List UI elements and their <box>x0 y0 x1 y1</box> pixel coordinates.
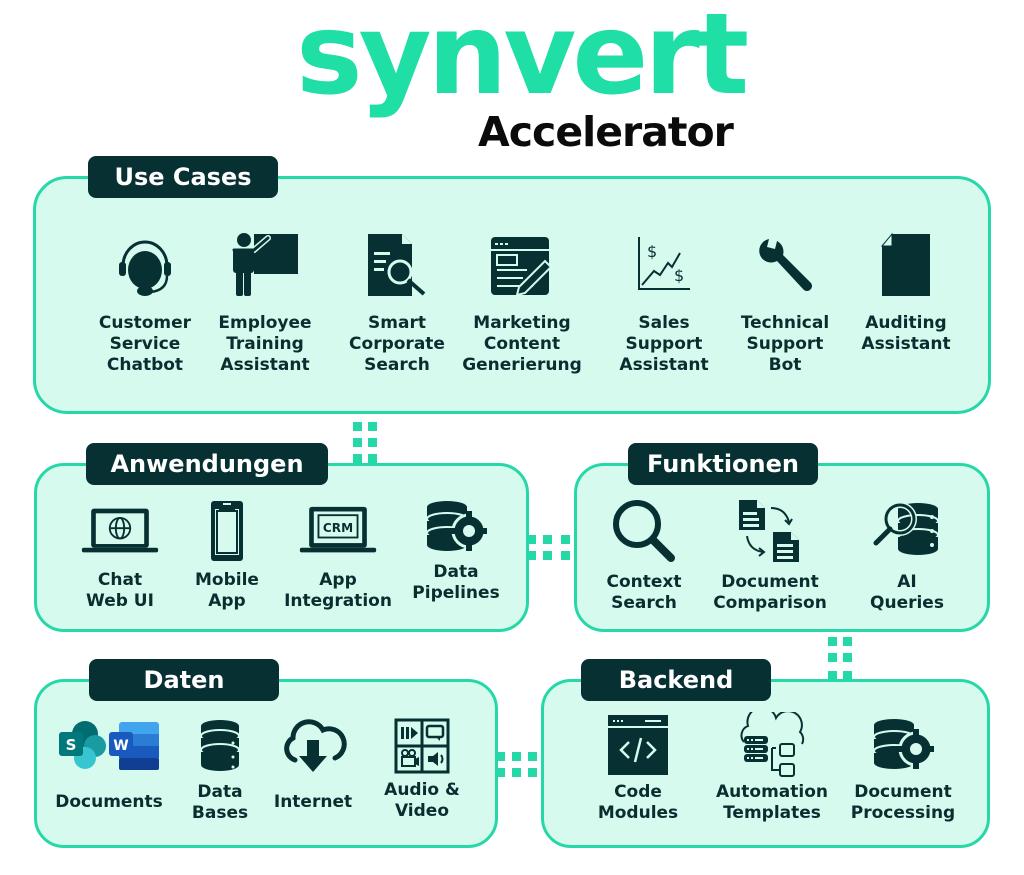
svg-text:CRM: CRM <box>323 521 353 535</box>
use-case-label: Employee Training Assistant <box>218 313 312 375</box>
daten-label: Documents <box>55 792 163 812</box>
content-edit-icon <box>482 225 562 305</box>
funktion-label: Document Comparison <box>713 572 827 613</box>
funktionen-title: Funktionen <box>628 443 818 485</box>
laptop-globe-icon <box>80 500 160 562</box>
database-icon <box>180 718 260 774</box>
database-gear-icon <box>416 496 496 558</box>
headset-icon <box>105 225 185 305</box>
connector-anwendungen-funktionen <box>527 533 577 563</box>
anwendung-data-pipelines: Data Pipelines <box>406 496 506 604</box>
use-case-label: Sales Support Assistant <box>619 313 709 375</box>
daten-data-bases: Data Bases <box>170 718 270 824</box>
svg-text:$: $ <box>647 242 657 261</box>
use-case-customer-service-chatbot: Customer Service Chatbot <box>95 225 195 376</box>
anwendung-label: Chat Web UI <box>86 570 154 611</box>
use-case-label: Marketing Content Generierung <box>462 313 582 375</box>
backend-label: Document Processing <box>850 782 956 823</box>
use-case-label: Customer Service Chatbot <box>98 313 192 375</box>
anwendung-mobile-app: Mobile App <box>177 500 277 612</box>
use-case-technical-support-bot: Technical Support Bot <box>735 225 835 376</box>
accelerator-subtitle: Accelerator <box>478 108 734 156</box>
document-icon <box>866 225 946 305</box>
synvert-logo: synvert <box>296 0 749 120</box>
use-case-label: Technical Support Bot <box>740 313 830 375</box>
laptop-crm-icon: CRM <box>298 500 378 562</box>
use-case-smart-corporate-search: Smart Corporate Search <box>347 225 447 376</box>
document-compare-icon <box>730 498 810 564</box>
daten-label: Data Bases <box>191 782 249 823</box>
daten-audio-video: Audio & Video <box>372 718 472 822</box>
backend-title: Backend <box>581 659 771 701</box>
use-case-auditing-assistant: Auditing Assistant <box>856 225 956 355</box>
backend-label: Code Modules <box>597 782 679 823</box>
anwendung-label: Data Pipelines <box>412 562 500 603</box>
daten-title: Daten <box>89 659 279 701</box>
use-case-sales-support-assistant: $$ Sales Support Assistant <box>614 225 714 376</box>
backend-document-processing: Document Processing <box>850 712 956 824</box>
daten-label: Internet <box>273 792 353 812</box>
funktion-label: Context Search <box>606 572 682 613</box>
connector-usecases-anwendungen <box>351 420 381 466</box>
cloud-server-icon <box>732 712 812 778</box>
use-cases-title: Use Cases <box>88 156 278 198</box>
use-case-label: Smart Corporate Search <box>349 313 445 375</box>
magnifier-icon <box>604 498 684 564</box>
document-search-icon <box>357 225 437 305</box>
anwendung-app-integration: CRM App Integration <box>284 500 392 612</box>
daten-label: Audio & Video <box>384 780 460 821</box>
connector-funktionen-backend <box>826 635 856 683</box>
database-search-icon <box>867 498 947 564</box>
svg-text:S: S <box>66 736 77 754</box>
anwendungen-title: Anwendungen <box>86 443 328 485</box>
backend-label: Automation Templates <box>716 782 828 823</box>
media-grid-icon <box>382 718 462 774</box>
funktion-document-comparison: Document Comparison <box>713 498 827 614</box>
anwendung-label: App Integration <box>284 570 392 611</box>
svg-text:W: W <box>113 738 128 754</box>
use-case-label: Auditing Assistant <box>861 313 951 354</box>
cloud-download-icon <box>273 718 353 774</box>
funktion-label: AI Queries <box>870 572 944 613</box>
wrench-icon <box>745 225 825 305</box>
svg-text:$: $ <box>674 266 684 285</box>
presenter-icon <box>225 225 305 305</box>
sales-chart-icon: $$ <box>624 225 704 305</box>
database-gear-icon <box>863 712 943 778</box>
funktion-context-search: Context Search <box>594 498 694 614</box>
daten-internet: Internet <box>263 718 363 813</box>
smartphone-icon <box>187 500 267 562</box>
code-window-icon <box>598 712 678 778</box>
anwendung-chat-web-ui: Chat Web UI <box>70 500 170 612</box>
backend-automation-templates: Automation Templates <box>716 712 828 824</box>
use-case-employee-training-assistant: Employee Training Assistant <box>213 225 317 376</box>
anwendung-label: Mobile App <box>195 570 259 611</box>
use-case-marketing-content: Marketing Content Generierung <box>462 225 582 376</box>
funktion-ai-queries: AI Queries <box>857 498 957 614</box>
backend-code-modules: Code Modules <box>588 712 688 824</box>
connector-daten-backend <box>496 750 544 780</box>
